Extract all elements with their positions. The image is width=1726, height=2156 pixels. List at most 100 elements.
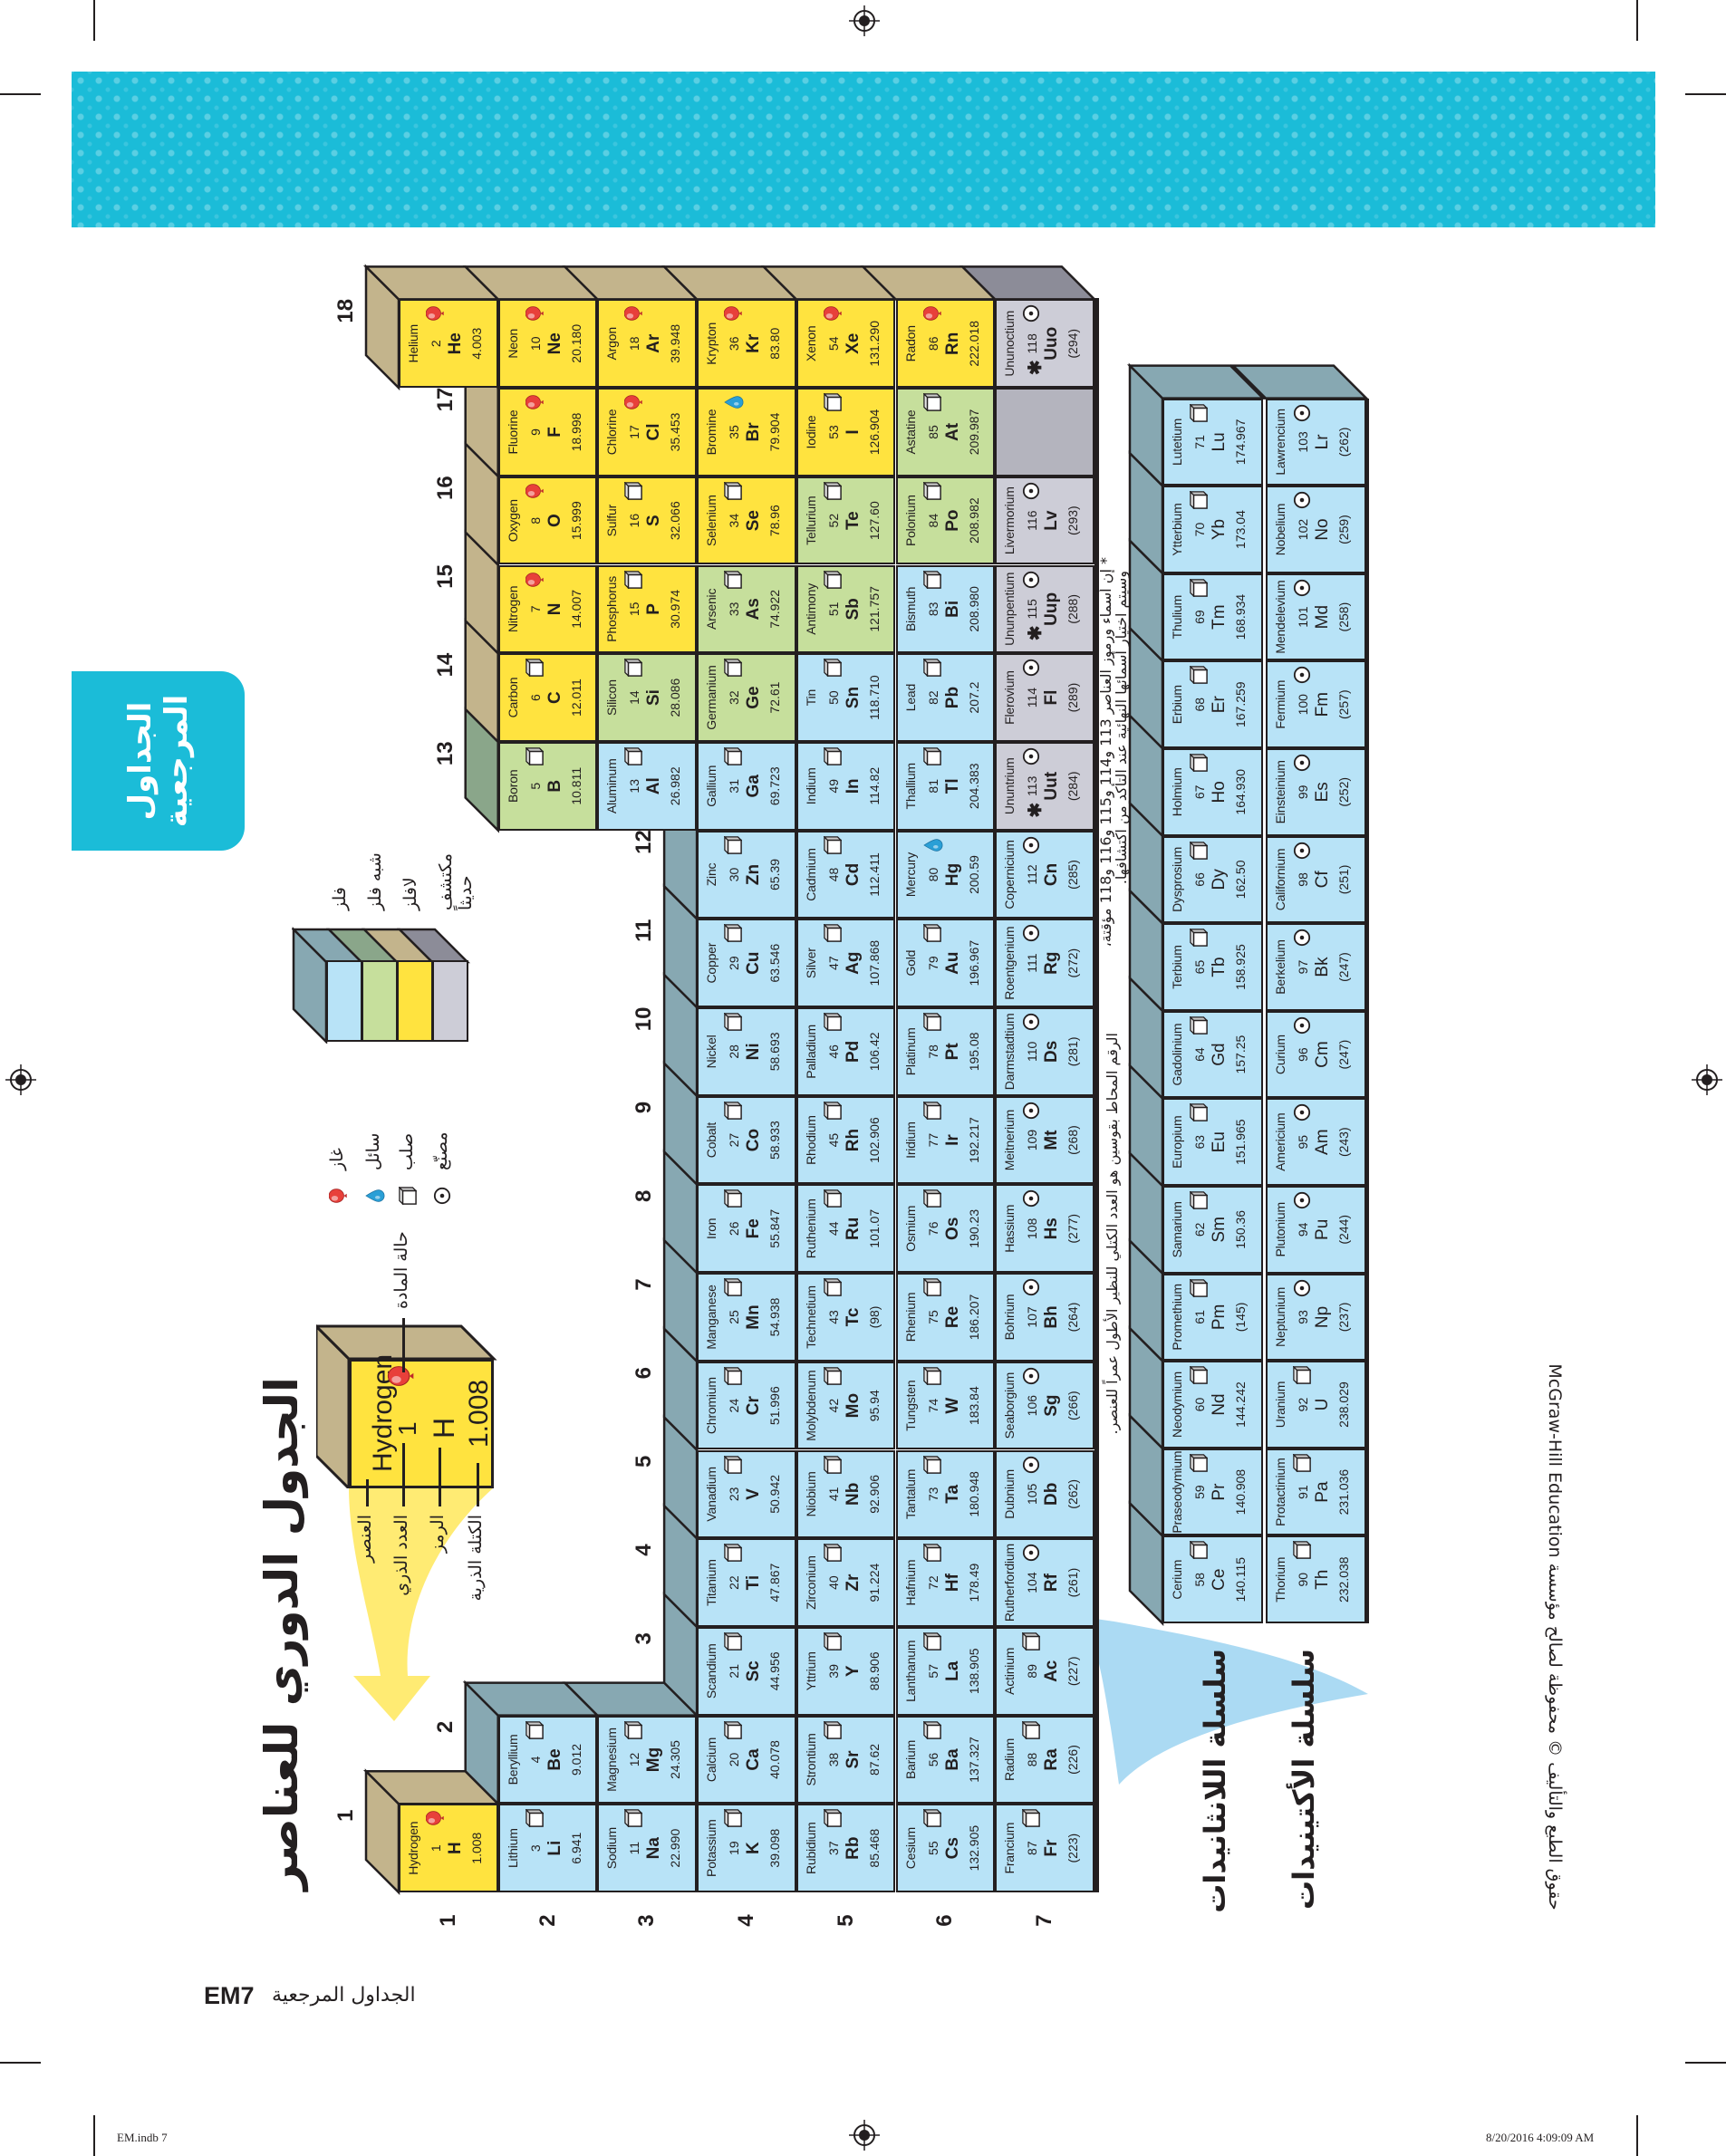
solid-cube-icon bbox=[723, 923, 743, 943]
element-name: Potassium bbox=[704, 1819, 719, 1877]
element-name: Carbon bbox=[505, 677, 520, 718]
provisional-name-star-icon: ✱ bbox=[1026, 360, 1046, 376]
element-name: Copernicium bbox=[1002, 840, 1017, 910]
element-symbol: Er bbox=[1210, 696, 1229, 714]
element-name: Meitnerium bbox=[1002, 1109, 1017, 1171]
atomic-mass: (98) bbox=[866, 1305, 882, 1329]
element-name: Cesium bbox=[902, 1827, 918, 1870]
atomic-mass: 4.003 bbox=[469, 327, 484, 360]
element-name: Neptunium bbox=[1273, 1286, 1287, 1347]
atomic-mass: 209.987 bbox=[966, 409, 981, 456]
atomic-mass: 192.217 bbox=[966, 1117, 981, 1163]
element-name: Dubnium bbox=[1002, 1469, 1017, 1519]
element-name: Magnesium bbox=[604, 1728, 620, 1792]
element-name: Americium bbox=[1273, 1112, 1287, 1171]
element-symbol: Hg bbox=[942, 862, 962, 887]
atomic-mass: 69.723 bbox=[767, 766, 783, 806]
solid-cube-icon bbox=[1189, 753, 1209, 773]
legend-swatch-nm bbox=[397, 960, 433, 1042]
section-tab: الجداول المرجعية bbox=[72, 671, 245, 851]
solid-cube-icon bbox=[623, 481, 644, 501]
gas-balloon-icon bbox=[525, 304, 544, 322]
synthetic-circle-icon bbox=[1022, 1367, 1040, 1385]
element-symbol: Hs bbox=[1042, 1218, 1062, 1240]
element-name: Tungsten bbox=[902, 1380, 918, 1431]
solid-cube-icon bbox=[921, 1719, 942, 1740]
element-symbol: Se bbox=[744, 510, 764, 532]
element-symbol: P bbox=[644, 603, 664, 615]
registration-mark-icon bbox=[849, 2120, 880, 2151]
group-label: 11 bbox=[632, 919, 657, 942]
group-label: 4 bbox=[632, 1544, 657, 1556]
element-name: Chlorine bbox=[604, 409, 620, 456]
element-name: Technetium bbox=[803, 1285, 818, 1349]
atomic-mass: 114.82 bbox=[866, 766, 882, 805]
element-symbol: Ce bbox=[1210, 1568, 1229, 1591]
solid-cube-icon bbox=[623, 1808, 644, 1828]
solid-cube-icon bbox=[921, 923, 942, 943]
element-name: Gadolinium bbox=[1170, 1023, 1184, 1086]
key-label-atomic-mass: الكتلة الذرية bbox=[466, 1515, 486, 1602]
atomic-mass: 178.49 bbox=[966, 1563, 981, 1603]
synthetic-circle-icon bbox=[433, 1183, 455, 1205]
element-symbol: Rb bbox=[843, 1836, 863, 1860]
key-label-symbol: الرمز bbox=[428, 1515, 448, 1554]
solid-cube-icon bbox=[398, 1183, 420, 1206]
element-symbol: Nd bbox=[1210, 1393, 1229, 1416]
header-banner bbox=[72, 72, 1655, 227]
crop-mark bbox=[93, 2115, 95, 2156]
atomic-mass: (284) bbox=[1065, 771, 1081, 802]
group-label: 18 bbox=[333, 298, 358, 323]
element-symbol: Au bbox=[942, 951, 962, 975]
group-label: 3 bbox=[632, 1632, 657, 1645]
atomic-mass: 26.982 bbox=[668, 766, 683, 806]
page-title: الجدول الدوري للعناصر bbox=[256, 1377, 308, 1891]
solid-cube-icon bbox=[723, 1277, 743, 1297]
element-name: Erbium bbox=[1170, 685, 1184, 725]
empty-element-cell bbox=[995, 388, 1094, 476]
actinide-series-label: سلسلة الأكتينيدات bbox=[1287, 1649, 1321, 1910]
element-symbol: Sb bbox=[843, 598, 863, 621]
synthetic-circle-icon bbox=[1022, 924, 1040, 942]
element-name: Ruthenium bbox=[803, 1198, 818, 1259]
element-name: Gold bbox=[902, 949, 918, 977]
synthetic-circle-icon bbox=[1293, 491, 1311, 509]
synthetic-circle-icon bbox=[1022, 659, 1040, 677]
solid-cube-icon bbox=[723, 1543, 743, 1563]
element-name: Boron bbox=[505, 769, 520, 803]
element-symbol: Lr bbox=[1313, 434, 1332, 450]
element-symbol: Ge bbox=[744, 686, 764, 709]
gas-balloon-icon bbox=[525, 571, 544, 589]
atomic-mass: 190.23 bbox=[966, 1208, 981, 1248]
key-leader-line bbox=[366, 1479, 369, 1506]
gas-balloon-icon bbox=[723, 304, 742, 322]
element-name: Samarium bbox=[1170, 1201, 1184, 1258]
synthetic-circle-icon bbox=[1022, 1278, 1040, 1296]
cell-side-bevel bbox=[959, 265, 1097, 301]
atomic-mass: 10.811 bbox=[568, 766, 583, 805]
atomic-mass: 44.956 bbox=[767, 1651, 783, 1691]
solid-cube-icon bbox=[921, 1808, 942, 1828]
element-name: Iridium bbox=[902, 1121, 918, 1159]
legend-label-nm: لافلز bbox=[400, 877, 420, 910]
solid-cube-icon bbox=[525, 1719, 545, 1740]
solid-cube-icon bbox=[723, 481, 743, 501]
atomic-mass: 186.207 bbox=[966, 1294, 981, 1341]
category-legend-bevel bbox=[292, 926, 471, 1044]
atomic-mass: (244) bbox=[1336, 1214, 1351, 1245]
element-name: Iron bbox=[704, 1218, 719, 1239]
